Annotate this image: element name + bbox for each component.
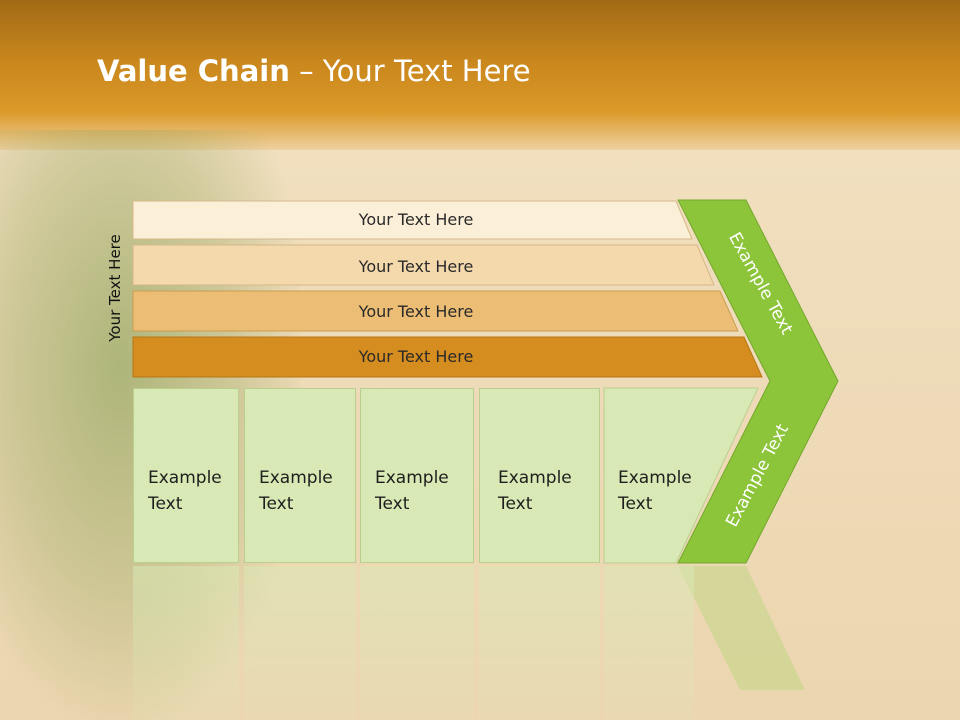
activity-box-3[interactable] bbox=[360, 388, 474, 563]
support-bar-2-label: Your Text Here bbox=[358, 257, 474, 276]
activity-4-line1: Example bbox=[498, 468, 572, 488]
margin-chevron[interactable] bbox=[677, 199, 839, 564]
activity-5-line2: Text bbox=[618, 494, 653, 514]
activity-box-4[interactable] bbox=[479, 388, 600, 563]
activity-box-5[interactable] bbox=[603, 387, 759, 564]
chevron-reflection bbox=[678, 566, 805, 690]
support-bar-1[interactable] bbox=[132, 200, 693, 240]
activity-reflections bbox=[0, 566, 960, 720]
activity-box-1-reflection bbox=[133, 566, 239, 720]
activity-box-4-reflection bbox=[479, 566, 600, 720]
title-rest-part: – Your Text Here bbox=[289, 54, 531, 88]
support-bar-3-label: Your Text Here bbox=[358, 302, 474, 321]
support-bar-4-label: Your Text Here bbox=[358, 347, 474, 366]
header-band bbox=[0, 0, 960, 150]
support-bar-1-label: Your Text Here bbox=[358, 210, 474, 229]
activity-1-line1: Example bbox=[148, 468, 222, 488]
activity-2-line2: Text bbox=[259, 494, 294, 514]
support-bar-2[interactable] bbox=[132, 244, 715, 286]
activity-box-5-reflection bbox=[604, 566, 694, 720]
activity-box-2-reflection bbox=[244, 566, 356, 720]
title-bold-part: Value Chain bbox=[97, 54, 290, 88]
support-bar-3[interactable] bbox=[132, 290, 739, 332]
activity-box-2[interactable] bbox=[244, 388, 356, 563]
activity-3-line1: Example bbox=[375, 468, 449, 488]
activity-5-line1: Example bbox=[618, 468, 692, 488]
activity-4-line2: Text bbox=[498, 494, 533, 514]
activity-1-line2: Text bbox=[148, 494, 183, 514]
activity-3-line2: Text bbox=[375, 494, 410, 514]
activity-box-1[interactable] bbox=[133, 388, 239, 563]
slide-title[interactable]: Value Chain – Your Text Here bbox=[97, 54, 531, 88]
activity-box-3-reflection bbox=[360, 566, 474, 720]
activity-2-line1: Example bbox=[259, 468, 333, 488]
support-bar-4[interactable] bbox=[132, 336, 763, 378]
